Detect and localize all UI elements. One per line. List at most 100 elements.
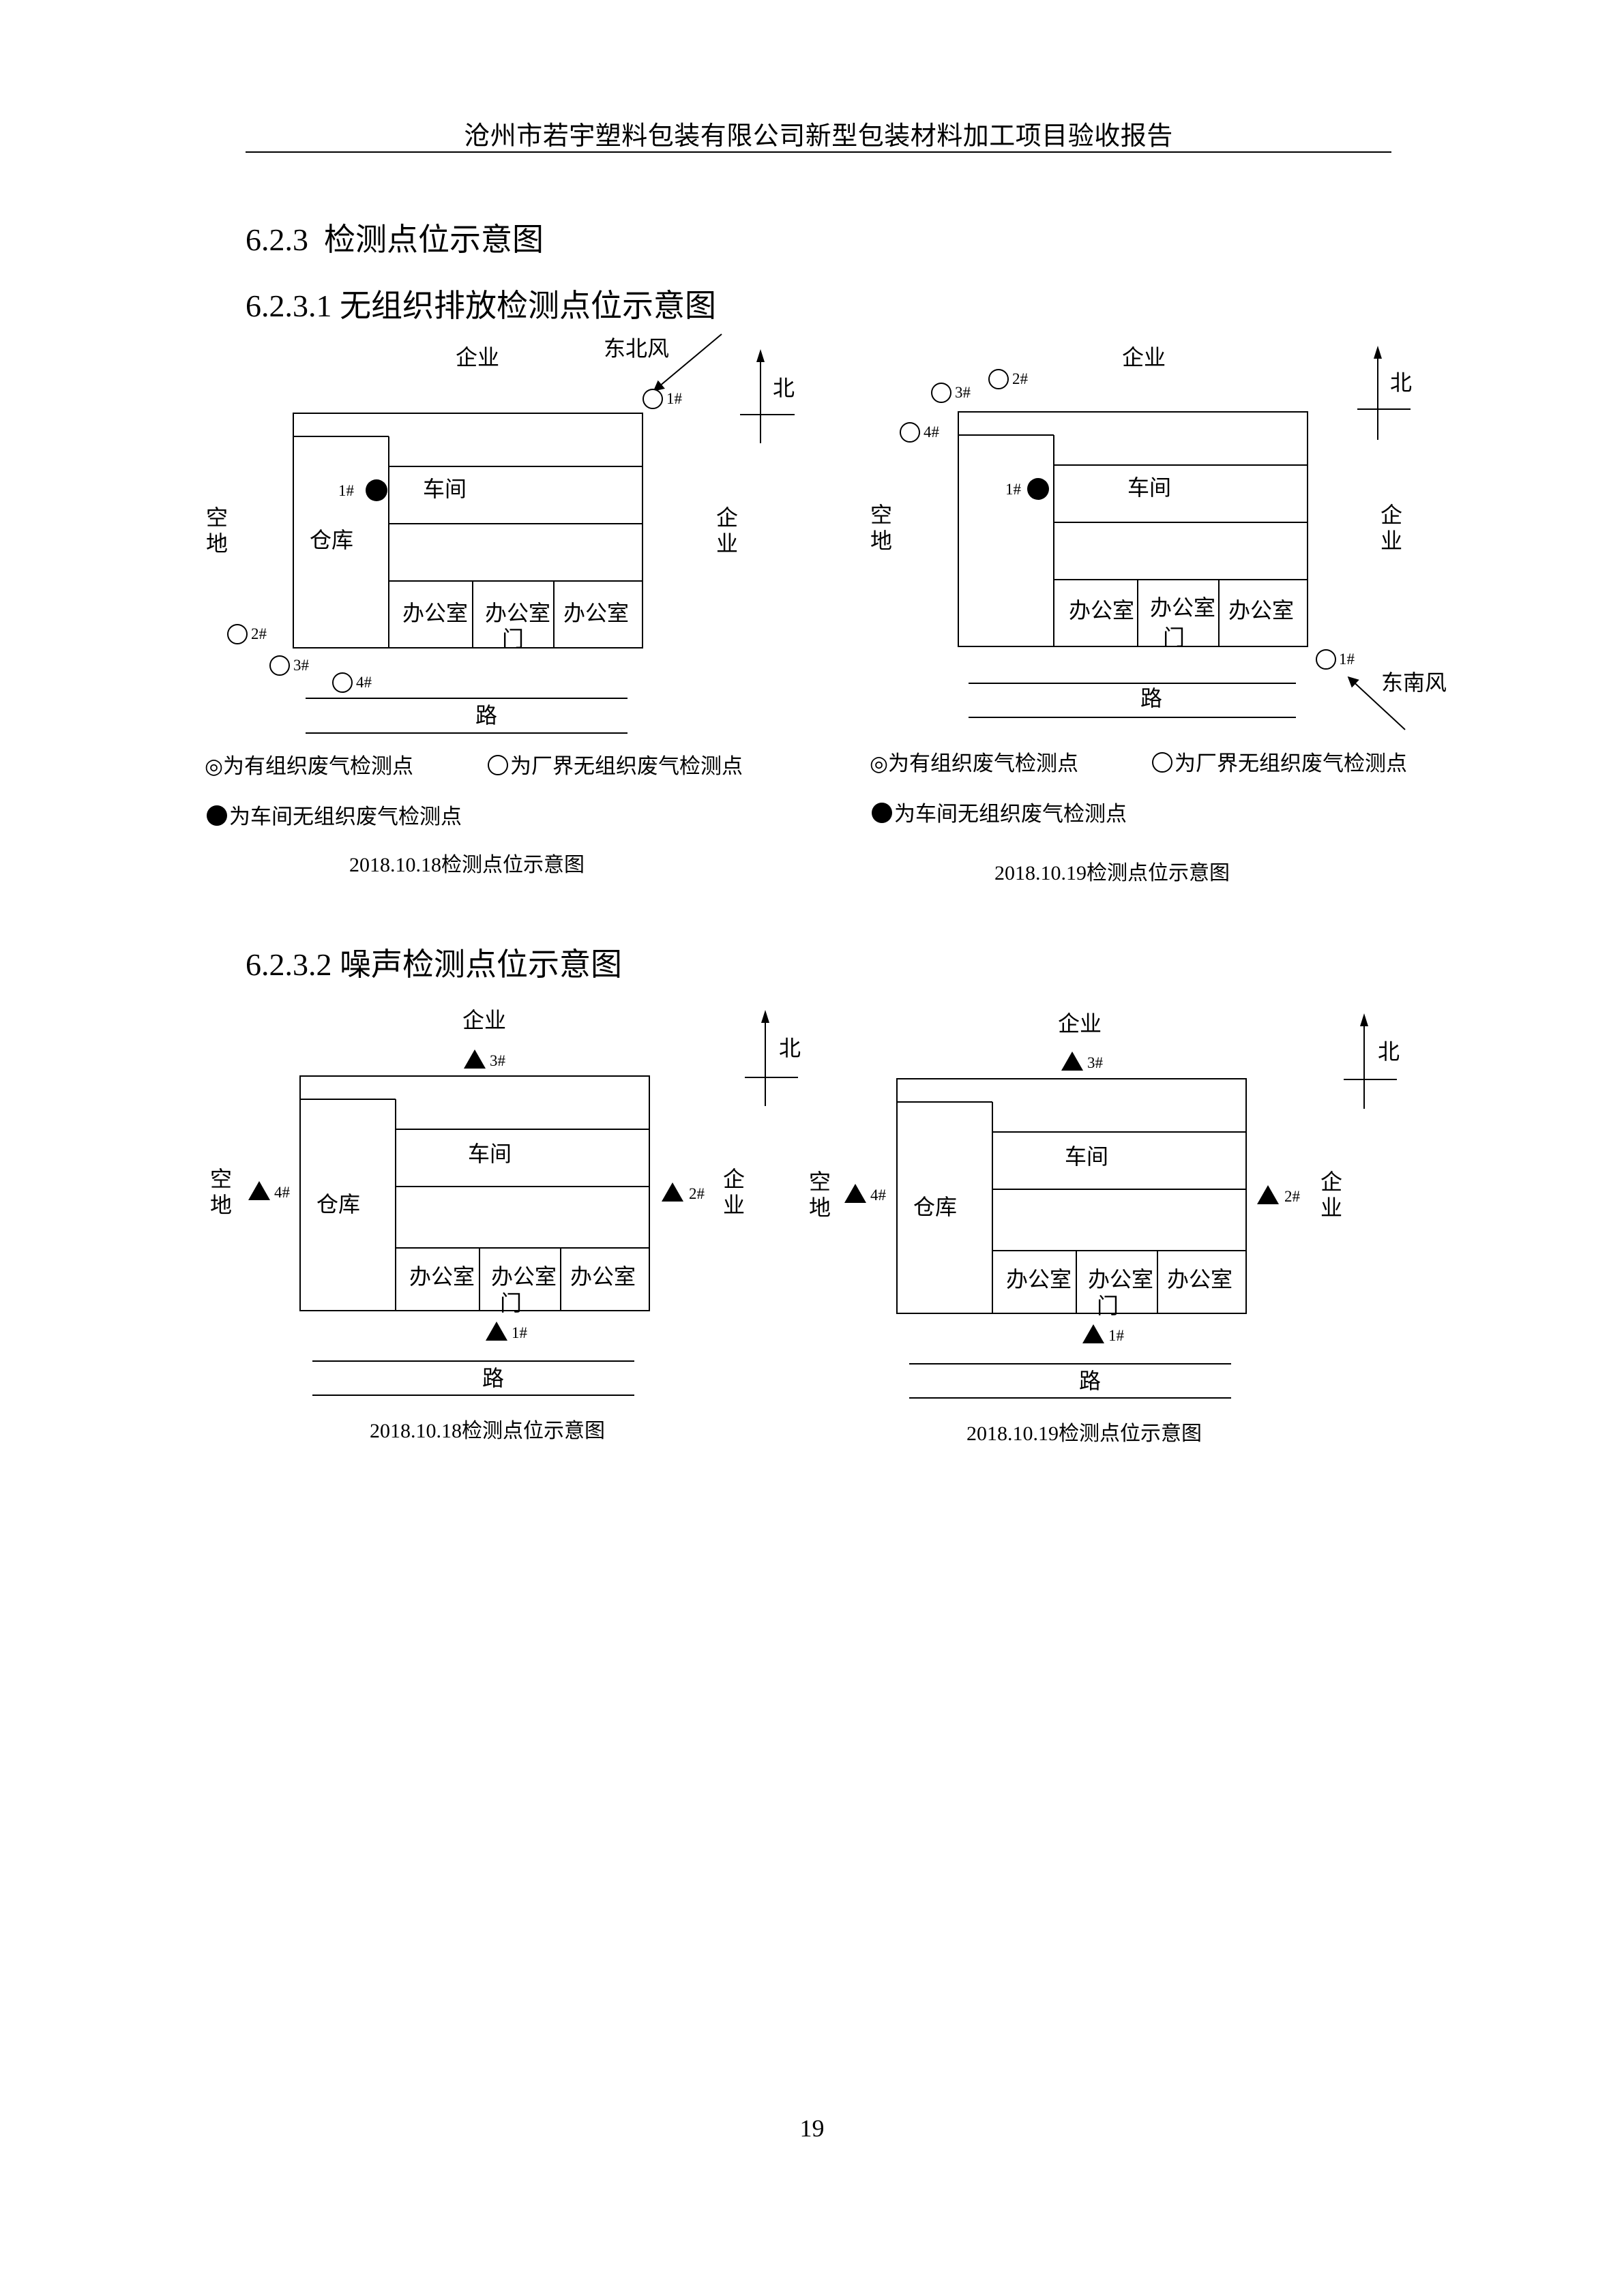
boundary-point-marker xyxy=(1316,649,1336,670)
noise-point-marker xyxy=(844,1184,866,1203)
workshop-point-marker xyxy=(1027,478,1049,500)
wind-label-ne: 东北风 xyxy=(604,336,669,361)
noise-diagram-1018: 企业 3# 北 车间 仓库 办公室 办公室 xyxy=(210,1008,801,1442)
diagram-caption: 2018.10.19检测点位示意图 xyxy=(966,1422,1202,1445)
diagram-caption: 2018.10.19检测点位示意图 xyxy=(994,862,1230,884)
point-label: 1# xyxy=(1108,1327,1125,1344)
road-label: 路 xyxy=(1140,686,1162,711)
boundary-point-marker xyxy=(332,672,353,693)
gate-label: 门 xyxy=(502,627,524,651)
point-label: 3# xyxy=(1087,1054,1104,1071)
point-label: 2# xyxy=(689,1185,705,1202)
point-label: 4# xyxy=(924,423,940,441)
office-label: 办公室 xyxy=(1006,1267,1072,1292)
north-arrow: 北 xyxy=(1357,346,1412,440)
warehouse-label: 仓库 xyxy=(316,1192,360,1217)
vacant-label-bottom: 地 xyxy=(870,528,892,553)
wind-arrow-se xyxy=(1347,676,1406,730)
gate-label: 门 xyxy=(500,1291,522,1315)
vacant-label-bottom: 地 xyxy=(809,1195,831,1220)
office-label: 办公室 xyxy=(485,601,550,625)
legend-workshop-marker xyxy=(872,803,892,823)
workshop-point-marker xyxy=(366,479,387,501)
boundary-point-marker xyxy=(900,422,920,443)
legend-1018: ◎为有组织废气检测点 为厂界无组织废气检测点 为车间无组织废气检测点 2018.… xyxy=(205,754,743,876)
site-plan xyxy=(896,1078,1247,1314)
office-label: 办公室 xyxy=(1069,598,1134,623)
point-label: 2# xyxy=(1012,370,1029,387)
enterprise-label-north: 企业 xyxy=(1122,345,1166,370)
vacant-label-top: 空 xyxy=(210,1167,232,1191)
point-label: 1# xyxy=(512,1324,528,1341)
office-label: 办公室 xyxy=(409,1264,475,1289)
office-label: 办公室 xyxy=(1167,1267,1232,1292)
enterprise-label-north: 企业 xyxy=(462,1008,506,1032)
north-label: 北 xyxy=(773,376,795,400)
road-label: 路 xyxy=(482,1366,504,1390)
road-label: 路 xyxy=(1079,1369,1101,1393)
point-label: 2# xyxy=(1284,1188,1301,1205)
boundary-point-marker xyxy=(931,383,951,403)
enterprise-label-east-bottom: 业 xyxy=(1320,1195,1342,1220)
north-label: 北 xyxy=(1378,1039,1400,1064)
site-plan xyxy=(299,1075,650,1311)
enterprise-label-east-top: 企 xyxy=(1320,1169,1342,1194)
boundary-point-marker xyxy=(988,369,1009,389)
point-label: 4# xyxy=(870,1187,887,1204)
page-number: 19 xyxy=(799,2115,825,2142)
office-label: 办公室 xyxy=(1228,598,1294,623)
emission-diagram-1018: 企业 东北风 1# 北 车间 仓库 办 xyxy=(206,333,795,734)
vacant-label-top: 空 xyxy=(870,503,892,527)
enterprise-label-north: 企业 xyxy=(456,345,499,370)
boundary-point-marker xyxy=(227,624,248,644)
point-label: 1# xyxy=(1005,481,1022,498)
noise-point-marker xyxy=(662,1182,683,1202)
gate-label: 门 xyxy=(1097,1294,1119,1318)
enterprise-label-east-bottom: 业 xyxy=(723,1193,745,1217)
subsection-heading-emission: 6.2.3.1 无组织排放检测点位示意图 xyxy=(246,288,716,323)
office-label: 办公室 xyxy=(1150,595,1215,620)
legend-workshop-label: 为车间无组织废气检测点 xyxy=(894,802,1127,826)
wind-arrow-ne xyxy=(653,333,722,392)
enterprise-label-east-top: 企 xyxy=(1381,503,1402,527)
legend-boundary-label: 为厂界无组织废气检测点 xyxy=(1175,751,1407,775)
gate-label: 门 xyxy=(1163,625,1185,650)
point-label: 1# xyxy=(666,390,683,407)
workshop-label: 车间 xyxy=(1127,475,1171,500)
warehouse-label: 仓库 xyxy=(310,528,353,552)
workshop-label: 车间 xyxy=(1065,1144,1108,1169)
point-label: 3# xyxy=(955,384,971,401)
north-arrow: 北 xyxy=(745,1010,801,1106)
workshop-label: 车间 xyxy=(423,477,467,501)
office-label: 办公室 xyxy=(563,601,629,625)
enterprise-label-east-bottom: 业 xyxy=(1381,528,1402,553)
point-label: 4# xyxy=(274,1184,291,1201)
point-label: 3# xyxy=(490,1052,506,1069)
office-label: 办公室 xyxy=(1088,1267,1153,1292)
workshop-label: 车间 xyxy=(468,1142,512,1166)
site-plan xyxy=(958,411,1308,647)
legend-organized-label: ◎为有组织废气检测点 xyxy=(205,754,413,778)
noise-point-marker xyxy=(1082,1324,1104,1343)
office-label: 办公室 xyxy=(570,1264,636,1289)
north-arrow: 北 xyxy=(740,349,795,443)
emission-diagram-1019: 企业 2# 3# 4# 北 车间 xyxy=(870,345,1447,730)
legend-workshop-label: 为车间无组织废气检测点 xyxy=(229,805,462,829)
office-label: 办公室 xyxy=(402,601,468,625)
noise-point-marker xyxy=(248,1181,270,1200)
noise-point-marker xyxy=(1257,1185,1279,1204)
enterprise-label-east-top: 企 xyxy=(716,505,738,530)
legend-boundary-marker xyxy=(1152,752,1172,773)
legend-1019: ◎为有组织废气检测点 为厂界无组织废气检测点 为车间无组织废气检测点 2018.… xyxy=(870,751,1407,884)
site-plan xyxy=(293,413,643,648)
noise-point-marker xyxy=(464,1049,486,1069)
noise-diagram-1019: 企业 3# 北 车间 仓库 办公室 办公室 xyxy=(809,1011,1400,1445)
point-label: 1# xyxy=(1339,651,1355,668)
north-label: 北 xyxy=(1390,370,1412,395)
legend-boundary-label: 为厂界无组织废气检测点 xyxy=(510,754,743,778)
legend-boundary-marker xyxy=(488,755,508,775)
vacant-label-top: 空 xyxy=(206,505,228,530)
legend-workshop-marker xyxy=(207,805,227,826)
enterprise-label-east-top: 企 xyxy=(723,1167,745,1191)
